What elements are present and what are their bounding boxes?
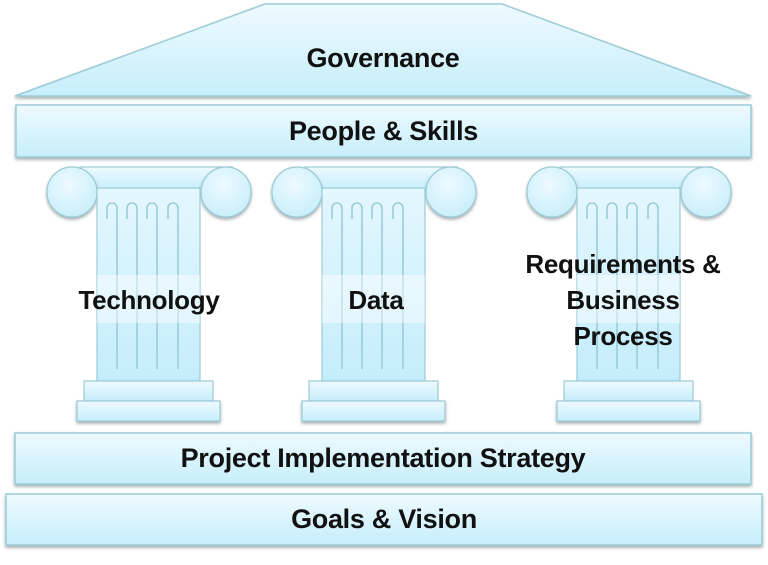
pillar-label-requirements: Requirements & Business Process xyxy=(480,246,766,354)
pillar-label-data: Data xyxy=(348,285,404,315)
lintel-label: People & Skills xyxy=(288,116,479,146)
pillar-label-technology: Technology xyxy=(78,285,220,315)
pillar-label-requirements-line2: Business xyxy=(566,285,680,315)
foundation-bar-goals xyxy=(5,493,763,546)
pillar-label-requirements-line1: Requirements & xyxy=(525,249,721,279)
foundation-label-goals: Goals & Vision xyxy=(291,504,477,534)
roof-pediment xyxy=(14,3,752,97)
pillar-label-requirements-line3: Process xyxy=(573,321,673,351)
roof-label: Governance xyxy=(306,43,460,73)
lintel-bar xyxy=(15,104,752,158)
foundation-bar-project xyxy=(14,432,752,485)
foundation-label-project: Project Implementation Strategy xyxy=(180,443,586,473)
